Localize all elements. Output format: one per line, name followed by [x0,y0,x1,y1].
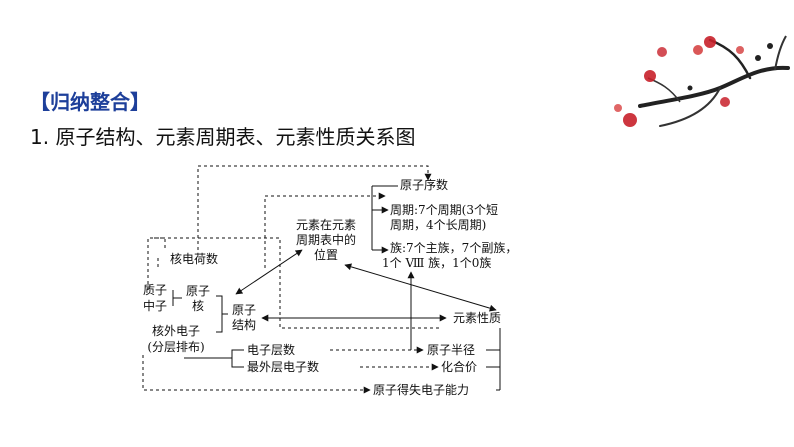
extranuclear-electrons-label-line1: 核外电子 [151,324,200,338]
neutron-label: 中子 [143,299,168,313]
period-label-line1: 周期:7个周期(3个短 [390,203,498,217]
plum-blossom-decoration [614,35,790,127]
outermost-electrons-label: 最外层电子数 [247,360,320,374]
period-label-line2: 周期，4个长周期) [390,218,487,232]
table-position-label-line3: 位置 [313,248,338,262]
group-label-line2: 1个 Ⅷ 族，1个0族 [382,256,492,270]
atomic-radius-label: 原子半径 [427,343,476,357]
table-position-label-line2: 周期表中的 [295,233,356,247]
element-properties-label: 元素性质 [453,311,502,325]
nucleus-label-line1: 原子 [185,284,210,298]
atomic-number-label: 原子序数 [400,178,449,192]
nuclear-charge-label: 核电荷数 [170,252,219,266]
valence-label: 化合价 [441,360,478,374]
extranuclear-electrons-label-line2: (分层排布) [147,340,205,354]
nucleus-label-line2: 核 [191,299,204,313]
section-heading: 【归纳整合】 [30,90,150,114]
atomic-structure-label-line1: 原子 [231,303,256,317]
electron-gain-loss-ability-label: 原子得失电子能力 [373,383,470,397]
proton-label: 质子 [143,283,168,297]
atomic-structure-label-line2: 结构 [231,318,256,332]
electron-shell-count-label: 电子层数 [247,343,296,357]
table-position-label-line1: 元素在元素 [295,218,356,232]
diagram-title: 1. 原子结构、元素周期表、元素性质关系图 [30,125,416,149]
group-label-line1: 族:7个主族，7个副族， [390,241,518,255]
